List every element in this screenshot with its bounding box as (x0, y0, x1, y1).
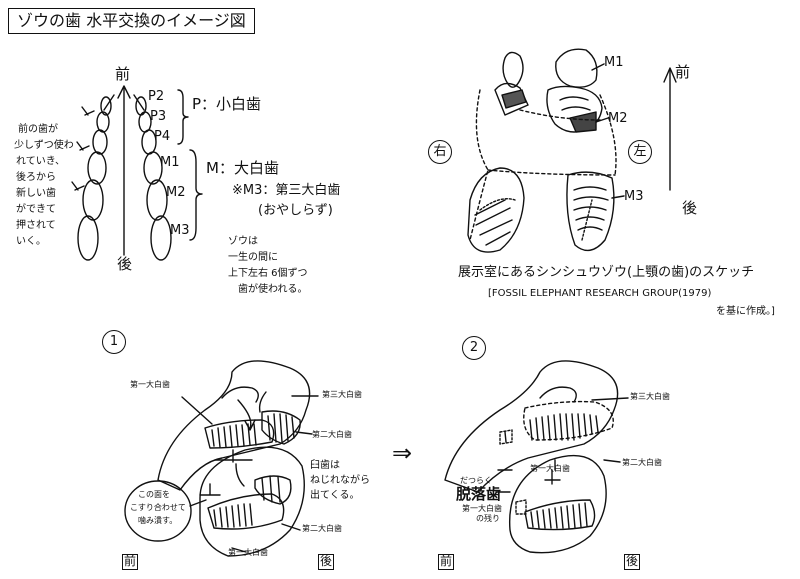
lifetime-note-line: 上下左右 6個ずつ (228, 268, 308, 280)
panel1-label-m2-top: 第二大白歯 (312, 430, 352, 439)
front-label-left: 前 (115, 66, 130, 83)
label-m2: M2 (166, 186, 186, 201)
twist-note-line: ねじれながら (310, 475, 370, 487)
jaw-sketch-1 (125, 361, 318, 556)
back-label-right: 後 (682, 200, 697, 217)
twist-note-line: 臼歯は (310, 460, 340, 472)
lifetime-note-line: 一生の間に (228, 252, 278, 264)
premolar-legend: P：小白歯 (192, 96, 261, 113)
panel1-front-label: 前 (122, 554, 138, 570)
panel1-label-m1-top: 第一大白歯 (130, 380, 170, 389)
skull-caption: 展示室にあるシンシュウゾウ(上顎の歯)のスケッチ (458, 266, 754, 281)
lifetime-note-line: 歯が使われる。 (238, 284, 308, 296)
left-note-line: 少しずつ使わ (14, 140, 74, 152)
panel1-label-m1-bottom: 第一大白歯 (228, 548, 268, 557)
panel2-label-m2-right: 第二大白歯 (622, 458, 662, 467)
dropout-sub: の残り (476, 514, 500, 523)
label-skull-m2: M2 (608, 112, 628, 127)
jaw-sketch-2 (445, 361, 628, 553)
transition-arrow-icon: ⇒ (392, 440, 412, 468)
panel2-label-m1: 第一大白歯 (530, 464, 570, 473)
label-m3: M3 (170, 224, 190, 239)
back-label-left: 後 (117, 256, 132, 273)
m3-note-sub: (おやしらず) (258, 204, 333, 219)
left-note-line: いく。 (16, 236, 46, 248)
twist-note-line: 出てくる。 (310, 490, 360, 502)
m3-note: ※M3：第三大白歯 (232, 184, 340, 199)
panel1-number: 1 (102, 330, 126, 354)
panel1-label-m2-bottom: 第二大白歯 (302, 524, 342, 533)
skull-caption-source: [FOSSIL ELEPHANT RESEARCH GROUP(1979) (488, 288, 711, 300)
label-p4: P4 (154, 130, 170, 145)
right-side-label: 右 (428, 140, 452, 164)
label-skull-m3: M3 (624, 190, 644, 205)
label-skull-m1: M1 (604, 56, 624, 71)
panel2-number: 2 (462, 336, 486, 360)
bubble-line: この面を (138, 490, 170, 499)
bubble-line: こすり合わせて (130, 503, 186, 512)
lifetime-note-line: ゾウは (228, 236, 258, 248)
molar-legend: M：大白歯 (206, 160, 279, 177)
dropout-sub: 第一大白歯 (462, 504, 502, 513)
label-p3: P3 (150, 110, 166, 125)
label-p2: P2 (148, 90, 164, 105)
left-note-line: 前の歯が (18, 124, 58, 136)
panel2-back-label: 後 (624, 554, 640, 570)
panel2-label-m3: 第三大白歯 (630, 392, 670, 401)
left-side-label: 左 (628, 140, 652, 164)
label-m1: M1 (160, 156, 180, 171)
skull-caption-end: を基に作成。] (716, 306, 775, 318)
left-note-line: ができて (16, 204, 56, 216)
panel2-front-label: 前 (438, 554, 454, 570)
panel1-label-m3-top: 第三大白歯 (322, 390, 362, 399)
panel1-back-label: 後 (318, 554, 334, 570)
brace-icon (178, 90, 188, 144)
left-note-line: 後ろから (16, 172, 56, 184)
front-label-right: 前 (675, 64, 690, 81)
dropout-label: 脱落歯 (456, 486, 501, 503)
left-note-line: 押されて (16, 220, 56, 232)
dropout-ruby: だつらく (460, 476, 492, 485)
page-title: ゾウの歯 水平交換のイメージ図 (8, 8, 255, 34)
left-note-line: れていき、 (16, 156, 65, 168)
rotation-arrow-icon (238, 400, 255, 430)
bubble-line: 噛み潰す。 (138, 516, 177, 525)
left-note-line: 新しい歯 (16, 188, 56, 200)
